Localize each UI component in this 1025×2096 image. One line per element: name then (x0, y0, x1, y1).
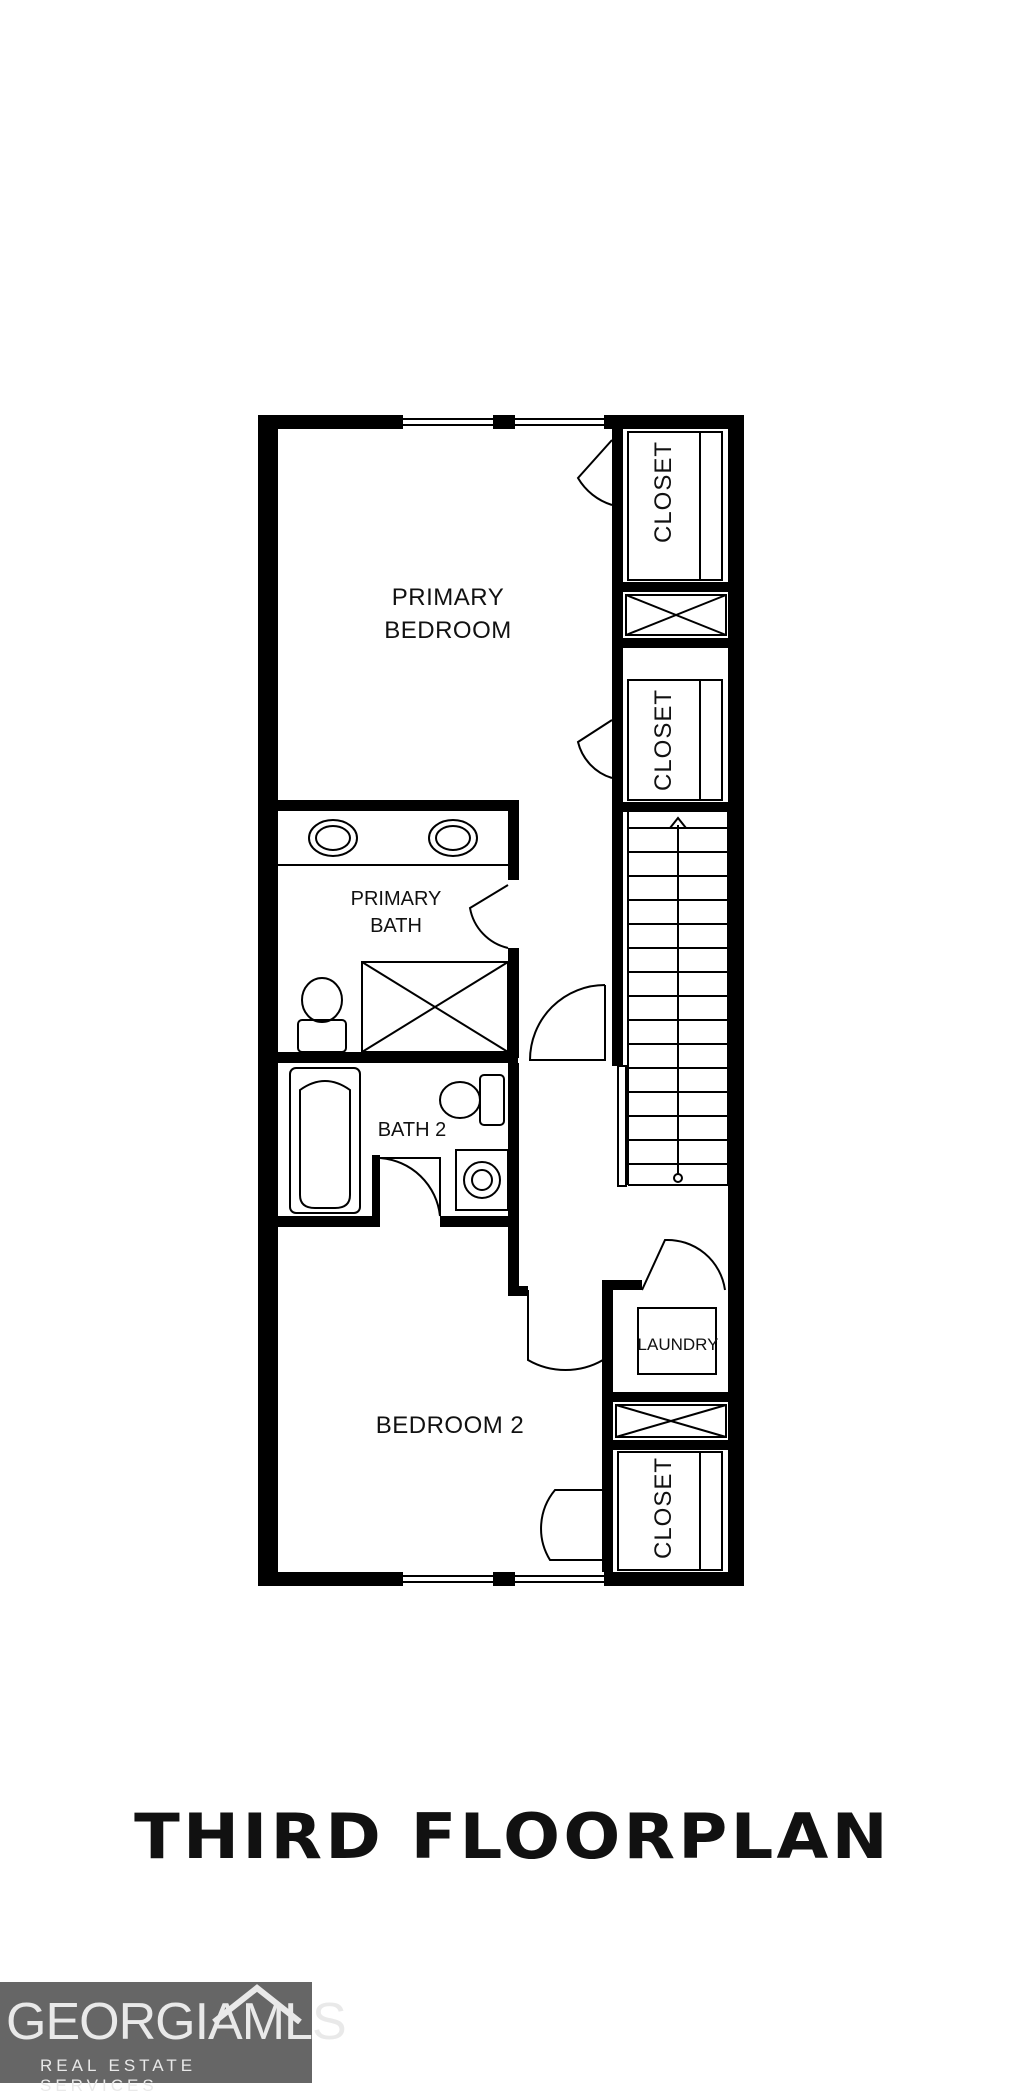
toilet-bath2-tank (479, 1074, 505, 1126)
closet-1-shelf (627, 431, 723, 581)
outer-wall-top-right (604, 415, 744, 429)
shower (361, 961, 509, 1053)
sink-left (308, 819, 358, 857)
outer-wall-top-left (258, 415, 403, 429)
outer-wall-right (728, 415, 744, 1586)
door-closet-3 (540, 1489, 612, 1561)
door-closet-2 (576, 719, 613, 779)
closet-3-shelf (617, 1451, 723, 1571)
closet-2-shelf (627, 679, 723, 801)
bath2-sink-cabinet (455, 1149, 509, 1211)
toilet-primary-bowl (301, 977, 343, 1023)
bedroom-2-label: BEDROOM 2 (376, 1412, 525, 1439)
bathtub (289, 1067, 361, 1214)
staircase (617, 812, 729, 1187)
storage-box-1 (625, 594, 727, 636)
closet-1-label: CLOSET (650, 441, 677, 543)
storage-box-2 (615, 1404, 727, 1438)
closet-3-label: CLOSET (650, 1457, 677, 1559)
georgia-mls-watermark: GEORGIAMLS REAL ESTATE SERVICES (0, 1982, 347, 2095)
outer-wall-top-mid (493, 415, 515, 429)
laundry-divider-top (602, 1280, 642, 1290)
door-bath-2 (379, 1157, 441, 1217)
door-closet-1 (576, 439, 613, 506)
watermark-brand: GEORGIAMLS (6, 1993, 347, 2051)
primary-bedroom-label-1: PRIMARY (392, 584, 504, 611)
bath2-sink (463, 1161, 501, 1199)
outer-wall-left (258, 415, 278, 1586)
roof-logo-icon (212, 1984, 302, 2024)
stair-wall (612, 808, 623, 1066)
closet-2-label: CLOSET (650, 689, 677, 791)
door-primary-bedroom-hall (528, 984, 606, 1061)
bath2-wall-bottom-left (278, 1216, 378, 1227)
primary-bath-wall-top (278, 800, 518, 811)
window-bottom (403, 1575, 604, 1583)
primary-bath-label-1: PRIMARY (351, 888, 442, 910)
closet-divider-1 (612, 582, 732, 592)
toilet-primary-tank (297, 1019, 347, 1053)
primary-bath-wall-right-upper (508, 800, 519, 880)
laundry-divider-mid (602, 1392, 732, 1402)
laundry-divider-low (602, 1440, 732, 1450)
door-bedroom-2 (527, 1290, 604, 1371)
bath-2-label: BATH 2 (378, 1119, 447, 1141)
watermark-tagline: REAL ESTATE SERVICES (40, 2056, 197, 2095)
laundry-label: LAUNDRY (638, 1335, 719, 1354)
laundry-wall (602, 1286, 613, 1572)
bath2-wall-bottom-right (440, 1216, 518, 1227)
floorplan-title: THIRD FLOORPLAN (134, 1800, 891, 1873)
outer-wall-bottom-mid (493, 1572, 515, 1586)
primary-bath-wall-bottom (278, 1052, 518, 1063)
hall-wall-bottom (508, 1286, 528, 1296)
bath2-door-jamb (372, 1155, 380, 1227)
door-primary-bath (468, 884, 509, 949)
closet-divider-3 (612, 802, 732, 812)
outer-wall-bottom-left (258, 1572, 403, 1586)
toilet-bath2-bowl (439, 1081, 481, 1119)
primary-bedroom-label-2: BEDROOM (384, 617, 512, 644)
closet-divider-2 (612, 638, 732, 648)
outer-wall-bottom-right (604, 1572, 744, 1586)
closet-column-wall-top (612, 429, 623, 809)
laundry-machine (637, 1307, 717, 1375)
primary-bath-wall-right-lower (508, 948, 519, 1058)
bath2-wall-right (508, 1063, 519, 1293)
sink-right (428, 819, 478, 857)
door-laundry (641, 1238, 726, 1291)
primary-bath-label-2: BATH (370, 915, 422, 937)
window-top (403, 418, 604, 426)
